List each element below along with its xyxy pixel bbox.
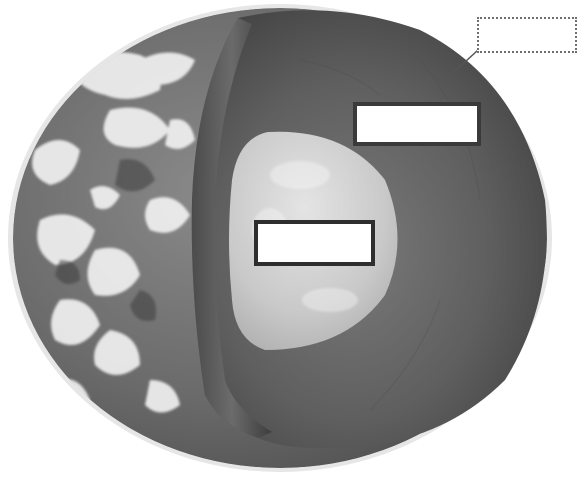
mantle-label-box bbox=[353, 102, 481, 146]
crust-label-box bbox=[477, 17, 577, 53]
core-label-box bbox=[254, 220, 375, 266]
